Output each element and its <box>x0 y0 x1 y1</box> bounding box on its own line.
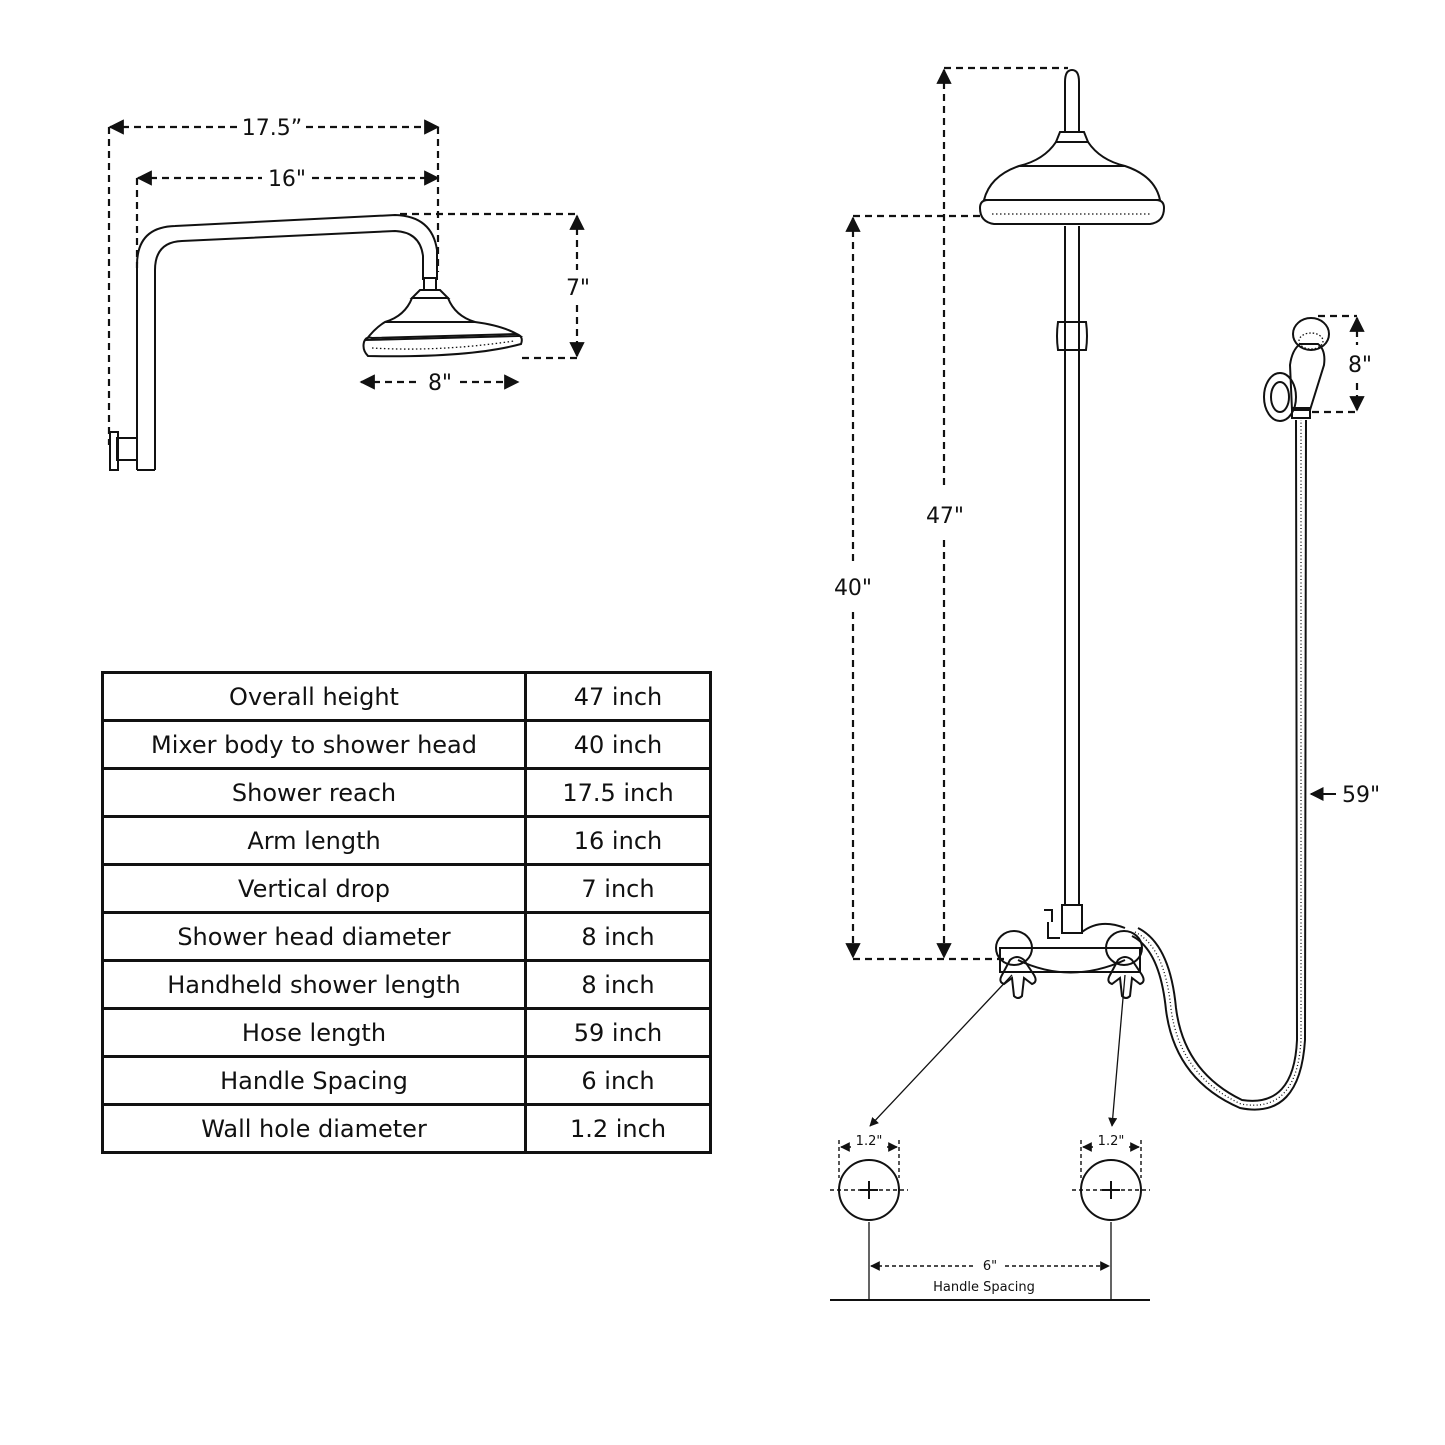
drop-label: 7" <box>566 276 590 301</box>
spacing-label: 6" <box>983 1259 997 1274</box>
left-handle <box>999 956 1037 999</box>
row-value: 47 inch <box>524 671 712 722</box>
row-value: 59 inch <box>524 1007 712 1058</box>
row-value: 8 inch <box>524 911 712 962</box>
left-wall-hole: 1.2" <box>830 1134 908 1221</box>
hose-length-callout: 59" <box>1309 783 1380 808</box>
row-label: Shower head diameter <box>101 911 527 962</box>
handheld-length-dimension: 8" <box>1312 314 1372 414</box>
row-value: 40 inch <box>524 719 712 770</box>
row-label: Vertical drop <box>101 863 527 914</box>
hose-length-label: 59" <box>1342 783 1380 808</box>
head-diameter-dimension: 8" <box>359 371 520 396</box>
handheld-length-label: 8" <box>1348 353 1372 378</box>
row-label: Shower reach <box>101 767 527 818</box>
column-shower-head <box>978 131 1166 225</box>
overall-height-label: 47" <box>926 504 964 529</box>
row-label: Arm length <box>101 815 527 866</box>
hole-leaders <box>869 974 1126 1127</box>
left-hole-label: 1.2" <box>856 1134 883 1149</box>
mixer-to-head-label: 40" <box>834 576 872 601</box>
row-label: Hose length <box>101 1007 527 1058</box>
row-value: 6 inch <box>524 1055 712 1106</box>
arm-length-label: 16" <box>268 167 306 192</box>
drop-dimension: 7" <box>400 212 590 360</box>
right-handle <box>1107 956 1145 999</box>
row-label: Handle Spacing <box>101 1055 527 1106</box>
reach-label: 17.5” <box>242 116 302 141</box>
row-value: 16 inch <box>524 815 712 866</box>
mixer-to-head-dimension: 40" <box>834 214 1005 961</box>
row-value: 17.5 inch <box>524 767 712 818</box>
arm-shower-head <box>362 277 524 358</box>
spacing-caption: Handle Spacing <box>933 1280 1035 1295</box>
hose <box>1131 419 1307 1111</box>
arm-length-dimension: 16" <box>135 167 440 268</box>
row-label: Handheld shower length <box>101 959 527 1010</box>
head-diameter-label: 8" <box>428 371 452 396</box>
riser-pipe <box>1056 68 1088 905</box>
right-hole-label: 1.2" <box>1098 1134 1125 1149</box>
arm-view: 17.5” 16" <box>107 116 590 471</box>
row-value: 7 inch <box>524 863 712 914</box>
overall-height-dimension: 47" <box>926 66 1068 959</box>
handheld-shower <box>1263 317 1330 422</box>
row-label: Overall height <box>101 671 527 722</box>
row-label: Mixer body to shower head <box>101 719 527 770</box>
row-value: 1.2 inch <box>524 1103 712 1154</box>
handle-spacing-dimension: 6" Handle Spacing <box>830 1222 1150 1301</box>
column-view: 47" 40" <box>830 66 1380 1301</box>
mixer-body <box>995 904 1143 974</box>
row-value: 8 inch <box>524 959 712 1010</box>
row-label: Wall hole diameter <box>101 1103 527 1154</box>
reach-dimension: 17.5” <box>107 116 440 445</box>
right-wall-hole: 1.2" <box>1072 1134 1150 1221</box>
gooseneck-arm <box>109 213 438 471</box>
